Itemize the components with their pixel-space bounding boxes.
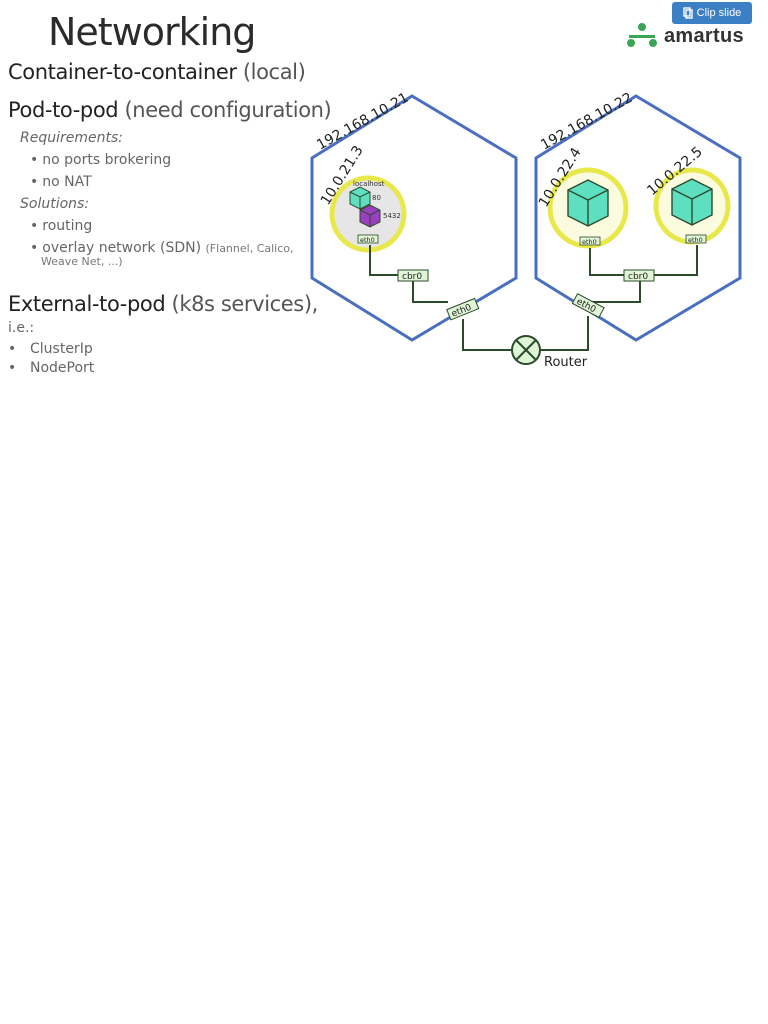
ie-label: i.e.: xyxy=(8,320,35,336)
port-80-label: 80 xyxy=(372,194,381,202)
solutions-label: Solutions: xyxy=(20,196,90,212)
list-item: •no NAT xyxy=(30,174,92,190)
node1-ip: 192.168.10.21 xyxy=(314,90,411,154)
container-cube-icon xyxy=(349,186,371,210)
list-item: •overlay network (SDN) (Flannel, Calico, xyxy=(30,240,294,256)
clip-slide-label: Clip slide xyxy=(696,7,742,19)
pod-to-pod-heading: Pod-to-pod (need configuration) xyxy=(8,98,332,122)
logo: amartus xyxy=(626,22,744,50)
node2-cbr0: cbr0 xyxy=(628,272,648,282)
pod1-eth0: eth0 xyxy=(360,236,375,244)
container-to-container-heading: Container-to-container (local) xyxy=(8,60,306,84)
node1-eth0: eth0 xyxy=(450,303,473,320)
list-item: •NodePort xyxy=(8,360,95,376)
requirements-label: Requirements: xyxy=(20,130,123,146)
node1-cbr0: cbr0 xyxy=(402,272,422,282)
container-cube-icon xyxy=(567,179,609,227)
list-item: •ClusterIp xyxy=(8,341,93,357)
node2-hexagon xyxy=(534,94,742,342)
network-diagram: 192.168.10.21 192.168.10.22 10.0.21.3 lo… xyxy=(310,90,742,370)
router-label: Router xyxy=(544,355,588,370)
external-to-pod-heading: External-to-pod (k8s services), xyxy=(8,292,318,316)
list-item: •no ports brokering xyxy=(30,152,172,168)
port-5432-label: 5432 xyxy=(383,212,401,220)
container-cube-icon xyxy=(671,178,713,226)
node2-ip: 192.168.10.22 xyxy=(538,90,635,154)
clip-slide-button[interactable]: Clip slide xyxy=(672,2,752,24)
node1-hexagon xyxy=(310,94,518,342)
slide-title: Networking xyxy=(48,10,256,54)
logo-text: amartus xyxy=(664,24,744,47)
pod2-eth0: eth0 xyxy=(582,238,597,246)
amartus-logo-icon xyxy=(627,23,657,47)
solutions-note-cont: Weave Net, ...) xyxy=(41,255,123,268)
clip-icon xyxy=(682,7,693,19)
pod3-eth0: eth0 xyxy=(688,236,703,244)
container-cube-purple-icon xyxy=(359,204,381,228)
localhost-label: localhost xyxy=(353,180,385,188)
list-item: •routing xyxy=(30,218,93,234)
